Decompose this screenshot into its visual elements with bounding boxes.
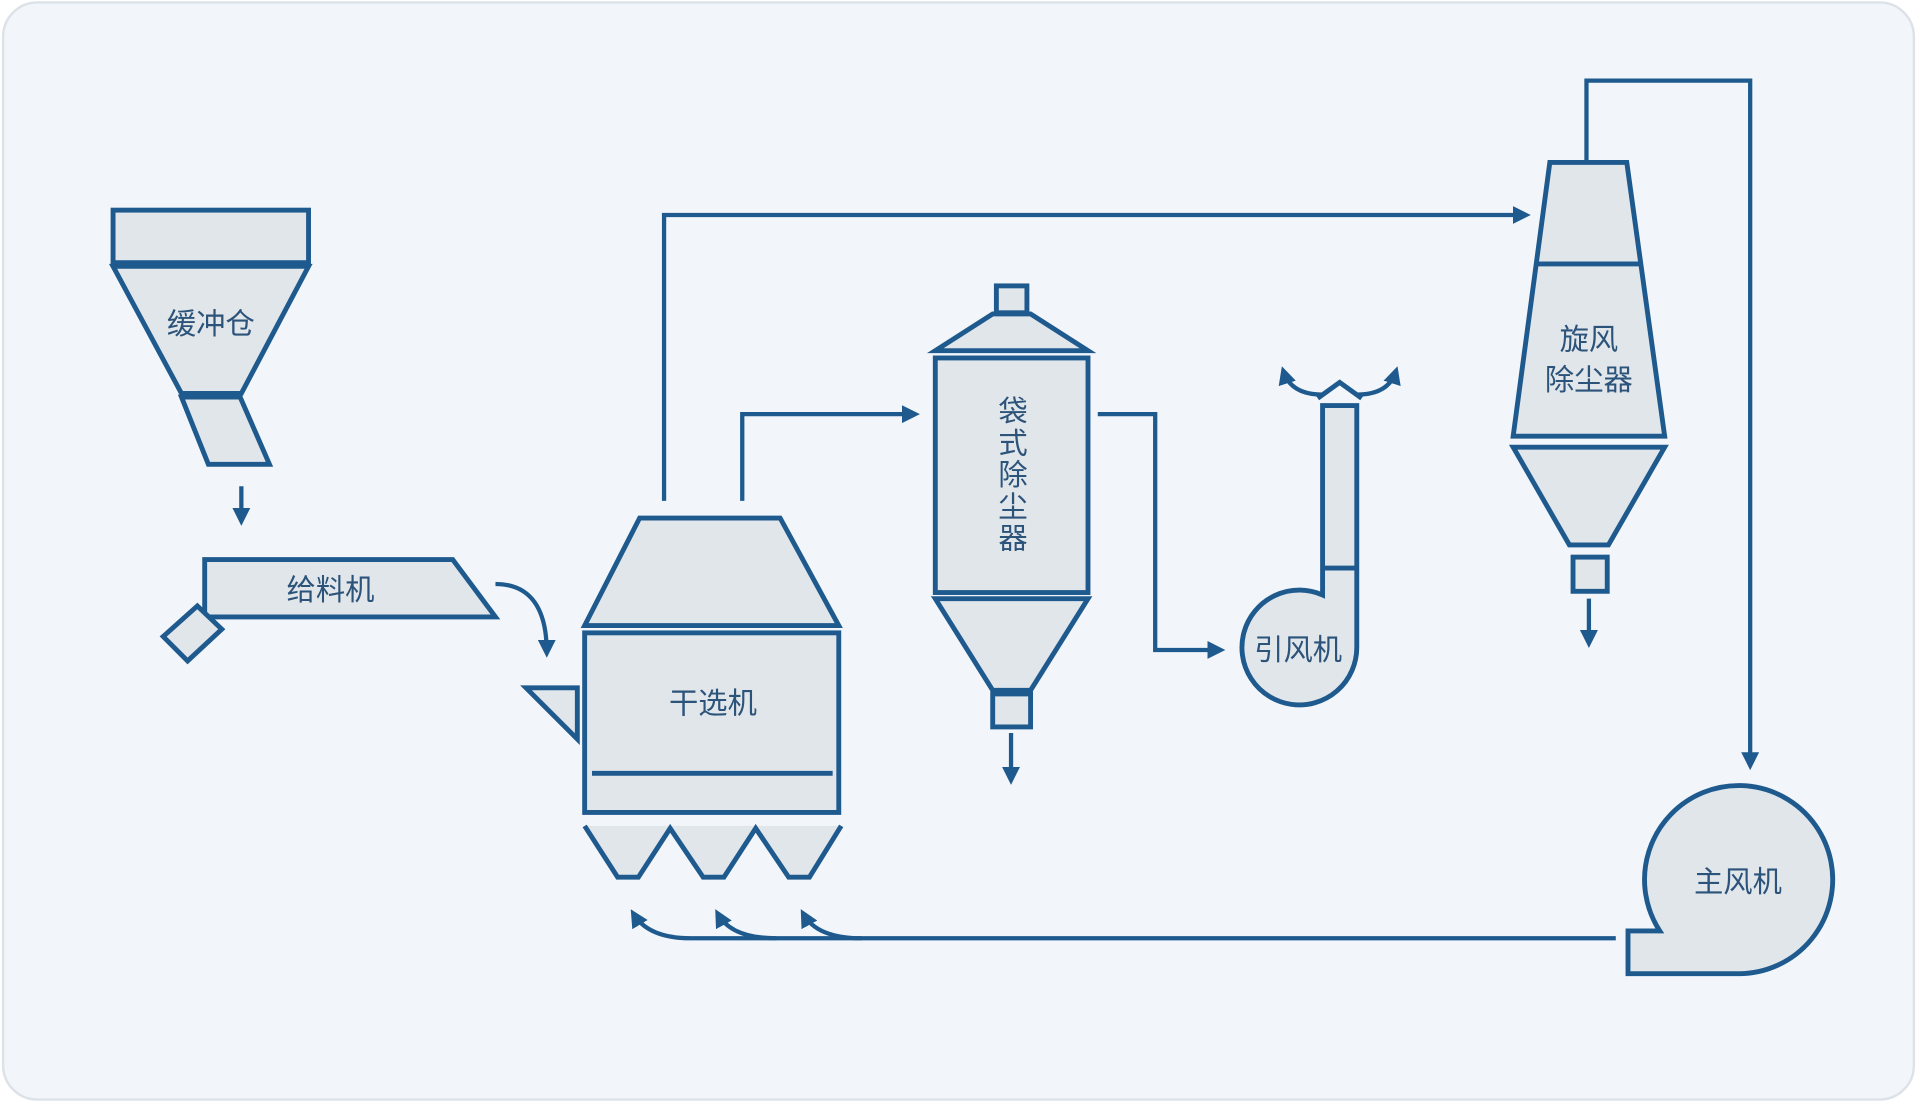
buffer-bin-funnel <box>108 263 313 396</box>
bag-filter-roof <box>926 311 1097 354</box>
bag-filter: 袋式除尘器 <box>926 283 1097 730</box>
buffer-bin-label: 缓冲仓 <box>167 307 255 341</box>
main-fan-casing <box>1625 783 1836 977</box>
dry-separator-hood <box>580 515 843 628</box>
bag-filter-discharge <box>990 691 1034 730</box>
flow-line-separator-to-cyclone <box>661 206 1531 501</box>
buffer-bin-top <box>110 207 311 266</box>
flow-line-return-to-hopper-2 <box>715 909 777 941</box>
dry-separator-hoppers <box>582 823 844 880</box>
induced-fan-casing <box>1239 403 1360 708</box>
cyclone-label-line2: 除尘器 <box>1545 363 1633 397</box>
flow-line-return-to-hopper-1 <box>630 909 1616 941</box>
return-air-lines <box>630 909 1616 941</box>
cyclone-discharge <box>1570 554 1610 594</box>
flow-line-return-to-hopper-3 <box>800 909 862 941</box>
bag-filter-label: 袋式除尘器 <box>994 396 1028 555</box>
feeder-body <box>202 557 501 620</box>
dry-separator-label: 干选机 <box>669 687 757 721</box>
flow-arrow-feeder-to-separator <box>495 581 556 658</box>
cyclone: 旋风 除尘器 <box>1508 160 1669 594</box>
feeder-motor <box>159 602 226 665</box>
dry-separator: 干选机 <box>520 515 844 880</box>
flow-arrow-exhaust-left <box>1278 366 1323 397</box>
flow-line-separator-to-bag-filter <box>740 405 920 501</box>
feeder: 给料机 <box>159 557 501 665</box>
feeder-label: 给料机 <box>287 573 375 607</box>
dry-separator-discharge-chute <box>520 685 580 746</box>
bag-filter-hopper <box>930 596 1093 693</box>
cyclone-body <box>1510 160 1668 439</box>
flow-line-cyclone-to-main-fan <box>1584 78 1760 771</box>
bag-filter-outlet <box>993 283 1030 316</box>
induced-fan: 引风机 <box>1239 379 1364 708</box>
buffer-bin-chute <box>177 394 274 467</box>
dry-separator-body <box>582 630 842 815</box>
buffer-bin: 缓冲仓 <box>108 207 313 467</box>
flow-line-bag-filter-to-induced-fan <box>1097 412 1226 659</box>
cyclone-cone <box>1508 444 1669 548</box>
cyclone-label-line1: 旋风 <box>1560 323 1619 357</box>
bag-filter-body <box>932 355 1091 595</box>
main-fan: 主风机 <box>1625 783 1836 977</box>
flow-arrow-exhaust-right <box>1356 366 1401 397</box>
main-fan-label: 主风机 <box>1694 865 1782 899</box>
induced-fan-stack-cap <box>1316 379 1364 401</box>
induced-fan-label: 引风机 <box>1254 633 1342 667</box>
